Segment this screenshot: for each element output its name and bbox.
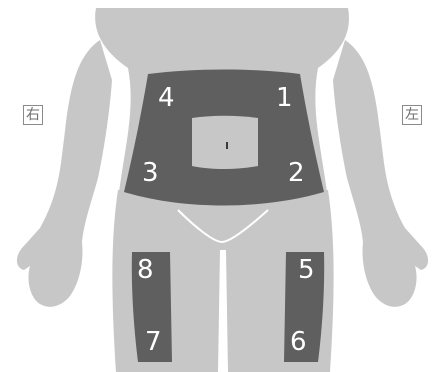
zone-label-6: 6	[290, 327, 307, 357]
zone-label-8: 8	[137, 255, 154, 285]
right-arm	[17, 40, 112, 307]
zone-label-4: 4	[158, 83, 175, 113]
navel-area	[192, 116, 258, 169]
right-side-label: 右	[23, 105, 43, 125]
zone-label-7: 7	[145, 327, 162, 357]
zone-label-5: 5	[298, 255, 315, 285]
zone-label-2: 2	[288, 158, 305, 188]
zone-label-3: 3	[142, 158, 159, 188]
left-side-label: 左	[402, 105, 422, 125]
navel-icon	[226, 142, 228, 149]
left-arm	[333, 40, 428, 307]
zone-label-1: 1	[276, 83, 293, 113]
